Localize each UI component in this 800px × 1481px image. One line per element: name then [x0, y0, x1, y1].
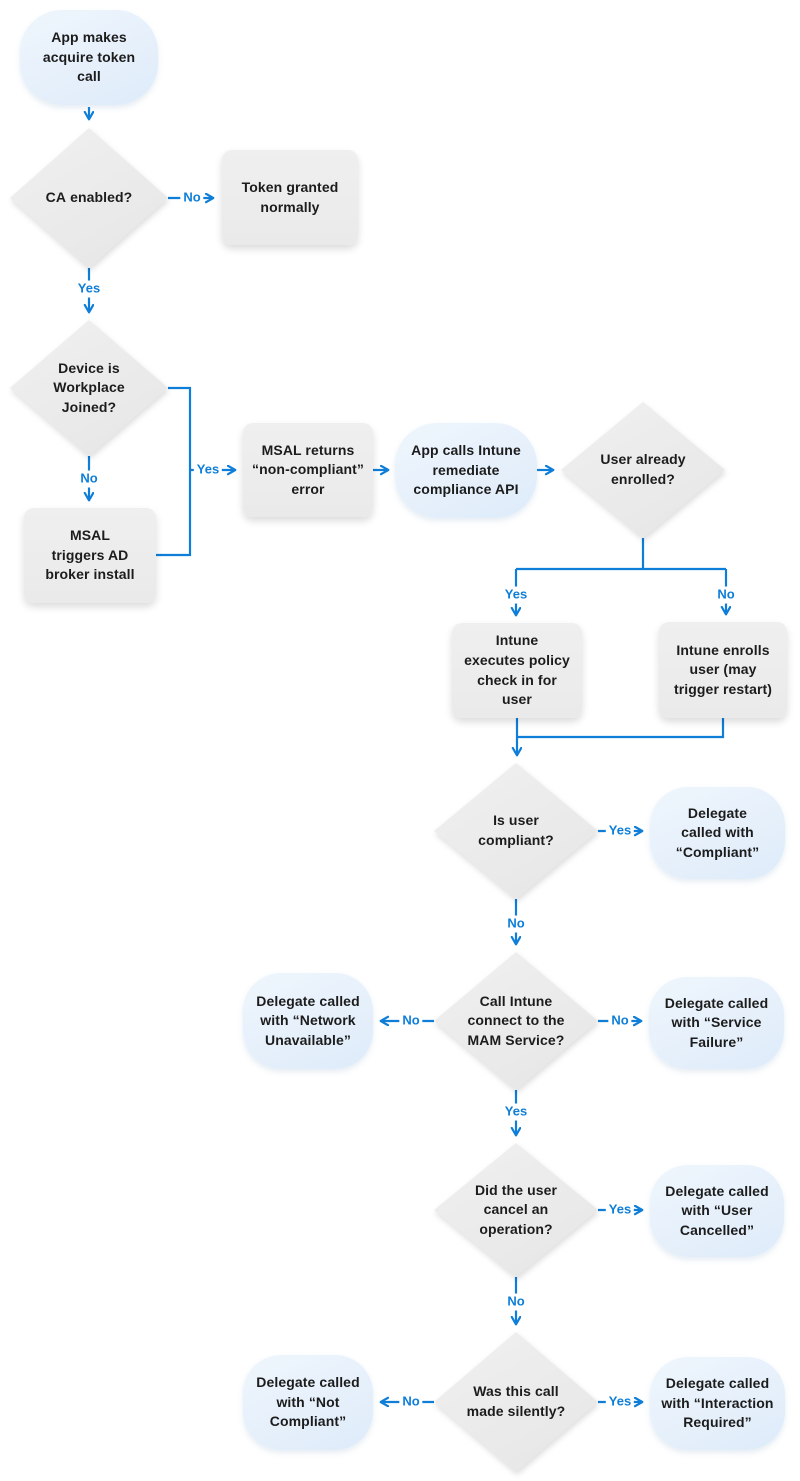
node-msal-noncompliant-error-label: MSAL returns “non-compliant” error [252, 441, 364, 497]
decision-mam-connect: Call Intune connect to the MAM Service? [434, 952, 598, 1090]
edge-label-compliant-no: No [504, 915, 528, 933]
node-intune-enrolls-user: Intune enrolls user (may trigger restart… [659, 622, 787, 718]
node-app-calls-remediate: App calls Intune remediate compliance AP… [395, 423, 537, 518]
decision-ca-enabled: CA enabled? [10, 128, 168, 268]
edge-label-ca-no: No [180, 189, 204, 207]
node-intune-enrolls-user-label: Intune enrolls user (may trigger restart… [673, 641, 773, 697]
node-delegate-not-compliant-label: Delegate called with “Not Compliant” [256, 1374, 360, 1430]
decision-workplace-joined-label: Device is Workplace Joined? [53, 359, 125, 415]
node-delegate-interaction-required: Delegate called with “Interaction Requir… [650, 1357, 785, 1450]
node-delegate-network-unavailable-label: Delegate called with “Network Unavailabl… [256, 992, 360, 1048]
edge-label-silent-yes: Yes [605, 1393, 635, 1411]
decision-is-user-compliant-label: Is user compliant? [478, 812, 554, 848]
node-delegate-compliant-label: Delegate called with “Compliant” [675, 804, 760, 860]
edge-label-mam-yes: Yes [501, 1103, 531, 1121]
edge-label-mam-no-left: No [399, 1012, 423, 1030]
decision-mam-connect-label: Call Intune connect to the MAM Service? [467, 992, 565, 1048]
decision-user-cancel-operation: Did the user cancel an operation? [434, 1143, 598, 1277]
decision-user-already-enrolled-label: User already enrolled? [600, 451, 686, 487]
node-app-acquire-token: App makes acquire token call [20, 10, 158, 105]
node-delegate-network-unavailable: Delegate called with “Network Unavailabl… [243, 973, 373, 1069]
edge-label-enrolled-no: No [714, 586, 738, 604]
decision-is-user-compliant: Is user compliant? [434, 763, 598, 899]
edge-label-workplace-no: No [77, 470, 101, 488]
decision-workplace-joined: Device is Workplace Joined? [10, 320, 168, 456]
decision-user-cancel-operation-label: Did the user cancel an operation? [474, 1181, 558, 1237]
node-delegate-interaction-required-label: Delegate called with “Interaction Requir… [661, 1375, 774, 1431]
edge-label-mam-no-right: No [608, 1012, 632, 1030]
edge-label-cancel-yes: Yes [605, 1201, 635, 1219]
edge-label-silent-no: No [399, 1393, 423, 1411]
node-delegate-compliant: Delegate called with “Compliant” [650, 787, 785, 879]
node-token-granted: Token granted normally [222, 150, 358, 245]
node-delegate-service-failure-label: Delegate called with “Service Failure” [664, 994, 769, 1050]
edge-label-compliant-yes: Yes [605, 822, 635, 840]
decision-call-made-silently: Was this call made silently? [434, 1332, 598, 1472]
edge-label-workplace-yes: Yes [193, 461, 223, 479]
node-delegate-not-compliant: Delegate called with “Not Compliant” [243, 1355, 373, 1450]
edge-enrolled-split [516, 538, 726, 571]
node-app-calls-remediate-label: App calls Intune remediate compliance AP… [411, 442, 521, 498]
edge-enroll-merge [517, 718, 725, 739]
node-intune-policy-checkin: Intune executes policy check in for user [452, 623, 582, 718]
node-token-granted-label: Token granted normally [241, 178, 339, 215]
node-msal-broker-install: MSAL triggers AD broker install [24, 508, 156, 603]
node-delegate-user-cancelled: Delegate called with “User Cancelled” [650, 1165, 784, 1257]
node-intune-policy-checkin-label: Intune executes policy check in for user [464, 632, 570, 708]
node-msal-noncompliant-error: MSAL returns “non-compliant” error [243, 423, 373, 517]
node-delegate-service-failure: Delegate called with “Service Failure” [649, 977, 784, 1069]
node-app-acquire-token-label: App makes acquire token call [42, 29, 136, 85]
edge-label-ca-yes: Yes [74, 280, 104, 298]
decision-call-made-silently-label: Was this call made silently? [466, 1383, 566, 1419]
node-delegate-user-cancelled-label: Delegate called with “User Cancelled” [665, 1182, 769, 1238]
node-msal-broker-install-label: MSAL triggers AD broker install [45, 527, 135, 583]
edge-label-cancel-no: No [504, 1293, 528, 1311]
decision-ca-enabled-label: CA enabled? [45, 189, 133, 206]
edge-label-enrolled-yes: Yes [501, 586, 531, 604]
decision-user-already-enrolled: User already enrolled? [561, 402, 725, 538]
